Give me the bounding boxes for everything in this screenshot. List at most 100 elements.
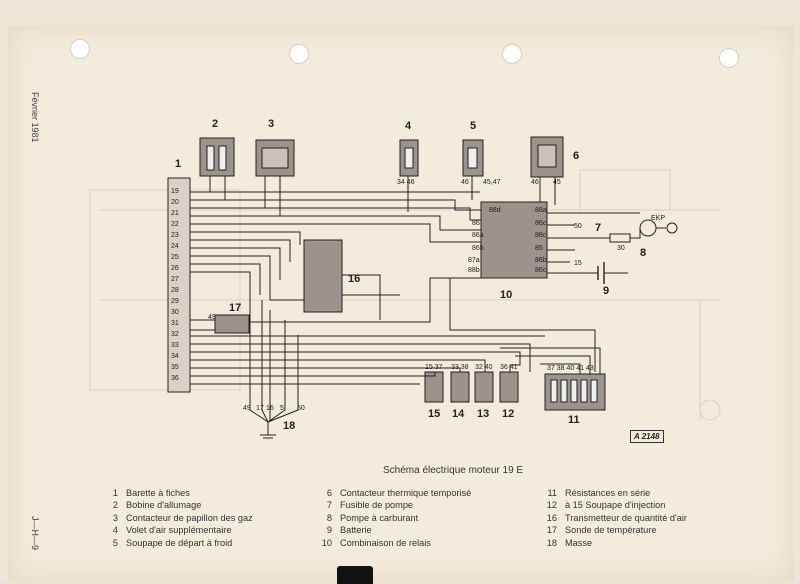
reference-code: A 2148 — [630, 430, 664, 443]
legend-text: Pompe à carburant — [340, 512, 419, 523]
svg-text:46: 46 — [531, 179, 539, 186]
svg-text:87a: 87a — [468, 257, 480, 264]
terminal-icon — [666, 222, 678, 234]
legend-text: Volet d'air supplémentaire — [126, 525, 232, 536]
fuel-pump-icon — [639, 219, 657, 237]
component-number: 16 — [348, 273, 361, 285]
legend-item: 5 Soupape de départ à froid — [96, 537, 253, 549]
connector-pin-label: 20 — [171, 199, 179, 206]
legend-text: à 15 Soupape d'injection — [565, 500, 666, 511]
legend-item: 4 Volet d'air supplémentaire — [96, 524, 253, 536]
svg-text:15 37: 15 37 — [425, 364, 443, 371]
svg-text:88a: 88a — [535, 207, 547, 214]
connector-pin-label: 25 — [171, 254, 179, 261]
legend-text: Soupape de départ à froid — [126, 537, 233, 548]
svg-text:86b: 86b — [535, 257, 547, 264]
legend-item: 2 Bobine d'allumage — [96, 499, 253, 511]
legend-number: 8 — [326, 512, 332, 523]
legend-text: Contacteur thermique temporisé — [340, 488, 472, 498]
svg-text:37 38 40 41 43: 37 38 40 41 43 — [547, 365, 594, 372]
component-number: 2 — [212, 118, 219, 130]
legend-text: Barette à fiches — [126, 488, 190, 498]
legend-number: 5 — [112, 537, 118, 548]
connector-pin-label: 35 — [171, 364, 179, 371]
svg-text:15: 15 — [574, 260, 582, 267]
punch-hole — [719, 48, 739, 68]
connector-pin-label: 24 — [171, 243, 179, 250]
component-number: 9 — [603, 285, 610, 297]
temp-sensor-box — [214, 314, 250, 334]
component-number: 1 — [175, 158, 182, 170]
component-number: 10 — [500, 289, 513, 301]
svg-text:5: 5 — [280, 405, 284, 412]
legend-number: 9 — [326, 525, 332, 536]
legend-item: 6 Contacteur thermique temporisé — [310, 487, 471, 499]
legend-text: Résistances en série — [565, 488, 651, 498]
component-number: 8 — [640, 247, 647, 259]
connector-pin-label: 22 — [171, 221, 179, 228]
connector-pin-label: 27 — [171, 276, 179, 283]
svg-text:36 41: 36 41 — [500, 364, 518, 371]
legend-number: 6 — [326, 488, 332, 498]
connector-pin-label: 36 — [171, 375, 179, 382]
connector-pin-label: 32 — [171, 331, 179, 338]
component-number: 14 — [452, 408, 465, 420]
connector-pin-label: 26 — [171, 265, 179, 272]
legend-number: 4 — [112, 525, 118, 536]
svg-text:86: 86 — [472, 220, 480, 227]
legend-item: 7 Fusible de pompe — [310, 499, 471, 511]
connector-pin-label: 19 — [171, 188, 179, 195]
binder-tab — [337, 566, 373, 584]
svg-text:32 40: 32 40 — [475, 364, 493, 371]
legend-item: 8 Pompe à carburant — [310, 512, 471, 524]
svg-text:88c: 88c — [535, 232, 547, 239]
svg-text:88b: 88b — [468, 267, 480, 274]
injector-box — [474, 371, 494, 403]
legend-item: 12 à 15 Soupape d'injection — [535, 499, 687, 511]
legend-number: 12 — [546, 500, 557, 511]
legend-number: 2 — [112, 500, 118, 511]
connector-pin-label: 30 — [171, 309, 179, 316]
component-number: 11 — [568, 414, 580, 426]
component-number: 15 — [428, 408, 441, 420]
svg-text:45: 45 — [553, 179, 561, 186]
legend-text: Combinaison de relais — [340, 537, 431, 548]
svg-text:86b: 86b — [472, 245, 484, 252]
component-number: 5 — [470, 120, 477, 132]
connector-pin-label: 23 — [171, 232, 179, 239]
diagram-caption: Schéma électrique moteur 19 E — [383, 465, 524, 476]
svg-text:85: 85 — [535, 245, 543, 252]
svg-text:EKP: EKP — [651, 215, 665, 222]
svg-text:45,47: 45,47 — [483, 179, 501, 186]
svg-text:86c: 86c — [535, 267, 547, 274]
svg-text:30: 30 — [617, 245, 625, 252]
connector-pin-label: 29 — [171, 298, 179, 305]
paper-sheet — [8, 26, 794, 581]
connector-pin-label: 31 — [171, 320, 179, 327]
svg-text:33 38: 33 38 — [451, 364, 469, 371]
legend-column-2: 6 Contacteur thermique temporisé 7 Fusible … — [310, 487, 471, 549]
connector-pin-label: 21 — [171, 210, 179, 217]
relay-box — [480, 201, 548, 279]
legend-number: 18 — [546, 537, 557, 548]
legend-item: 11 Résistances en série — [535, 487, 687, 499]
svg-text:49: 49 — [208, 314, 216, 321]
legend-text: Batterie — [340, 525, 372, 536]
legend-item: 9 Batterie — [310, 524, 471, 536]
legend-column-3: 11 Résistances en série 12 à 15 Soupape d'i… — [535, 487, 687, 549]
legend-text: Bobine d'allumage — [126, 500, 202, 511]
legend-number: 1 — [112, 488, 118, 498]
injector-box — [499, 371, 519, 403]
legend-item: 1 Barette à fiches — [96, 487, 253, 499]
legend-number: 7 — [326, 500, 332, 511]
punch-hole — [289, 44, 309, 64]
legend-number: 11 — [547, 488, 557, 498]
legend-text: Fusible de pompe — [340, 500, 414, 511]
